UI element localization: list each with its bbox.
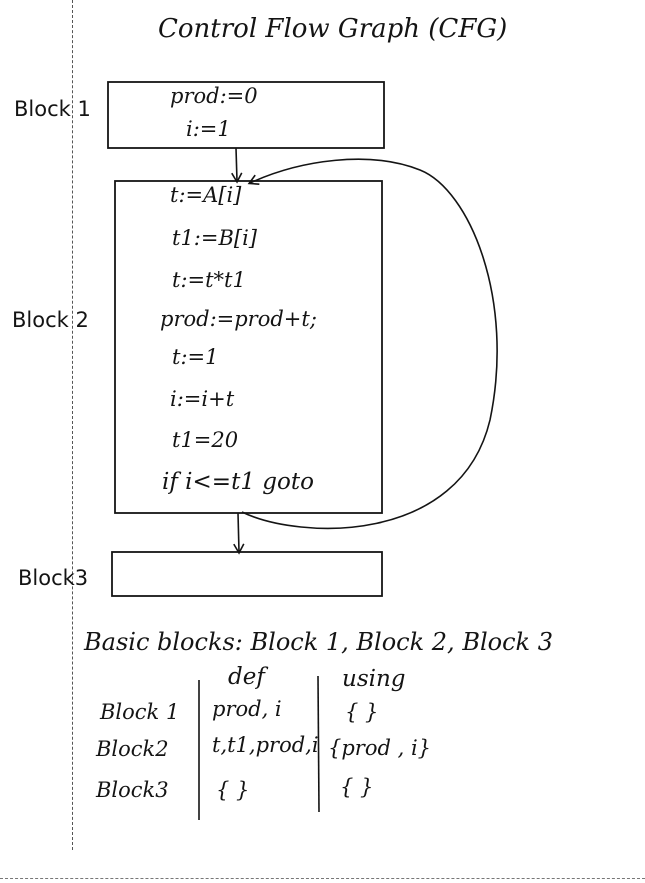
block2-line: t:=A[i]	[170, 183, 242, 207]
edge-loop-block2	[241, 158, 498, 530]
table-row-def: prod, i	[212, 697, 282, 721]
block1-box	[107, 81, 385, 149]
block1-label: Block 1	[14, 97, 91, 121]
table-row-block: Block 1	[100, 700, 180, 724]
block2-label: Block 2	[12, 308, 89, 332]
page-bottom-edge	[0, 878, 645, 879]
table-row-def: { }	[216, 778, 250, 802]
margin-line	[72, 0, 73, 850]
block1-line: prod:=0	[170, 84, 258, 108]
table-row-def: t,t1,prod,i	[212, 733, 319, 757]
edge-block2-to-block3	[233, 512, 245, 555]
table-row-block: Block2	[96, 737, 169, 761]
basic-blocks-summary: Basic blocks: Block 1, Block 2, Block 3	[84, 628, 553, 656]
table-row-using: {prod , i}	[328, 736, 432, 760]
block3-label: Block3	[18, 566, 89, 590]
table-separator-2	[317, 675, 320, 813]
block3-box	[111, 551, 383, 597]
table-row-using: { }	[340, 775, 374, 799]
table-header-def: def	[228, 664, 265, 690]
block2-line: t:=t*t1	[172, 268, 246, 292]
block2-line: if i<=t1 goto	[162, 469, 314, 495]
block2-line: prod:=prod+t;	[160, 307, 317, 331]
block2-line: t1:=B[i]	[172, 226, 258, 250]
table-row-using: { }	[345, 700, 379, 724]
block2-line: i:=i+t	[170, 387, 235, 411]
table-header-using: using	[342, 666, 406, 692]
block2-line: t1=20	[172, 428, 239, 452]
table-row-block: Block3	[96, 778, 169, 802]
block2-line: t:=1	[172, 345, 219, 369]
diagram-title: Control Flow Graph (CFG)	[158, 14, 508, 44]
block1-line: i:=1	[186, 117, 231, 141]
edge-block1-to-block2	[231, 147, 243, 184]
